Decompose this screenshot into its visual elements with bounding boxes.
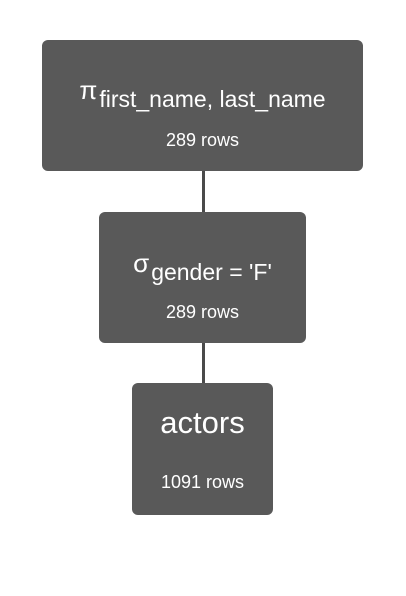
selection-symbol: σ — [133, 248, 150, 278]
projection-node: πfirst_name, last_name 289 rows — [42, 40, 363, 171]
projection-expression-line: πfirst_name, last_name — [42, 76, 363, 113]
edge-selection-to-relation — [202, 342, 205, 384]
projection-row-count: 289 rows — [165, 130, 240, 150]
selection-condition: gender = 'F' — [151, 259, 272, 285]
edge-projection-to-selection — [202, 170, 205, 212]
selection-node: σgender = 'F' 289 rows — [99, 212, 306, 343]
relation-node: actors 1091 rows — [132, 383, 273, 515]
relation-row-count: 1091 rows — [160, 472, 245, 492]
selection-row-count: 289 rows — [165, 302, 240, 322]
projection-attributes: first_name, last_name — [99, 86, 326, 112]
selection-expression-line: σgender = 'F' — [99, 249, 306, 286]
projection-symbol: π — [79, 75, 98, 105]
relation-name: actors — [160, 405, 245, 440]
